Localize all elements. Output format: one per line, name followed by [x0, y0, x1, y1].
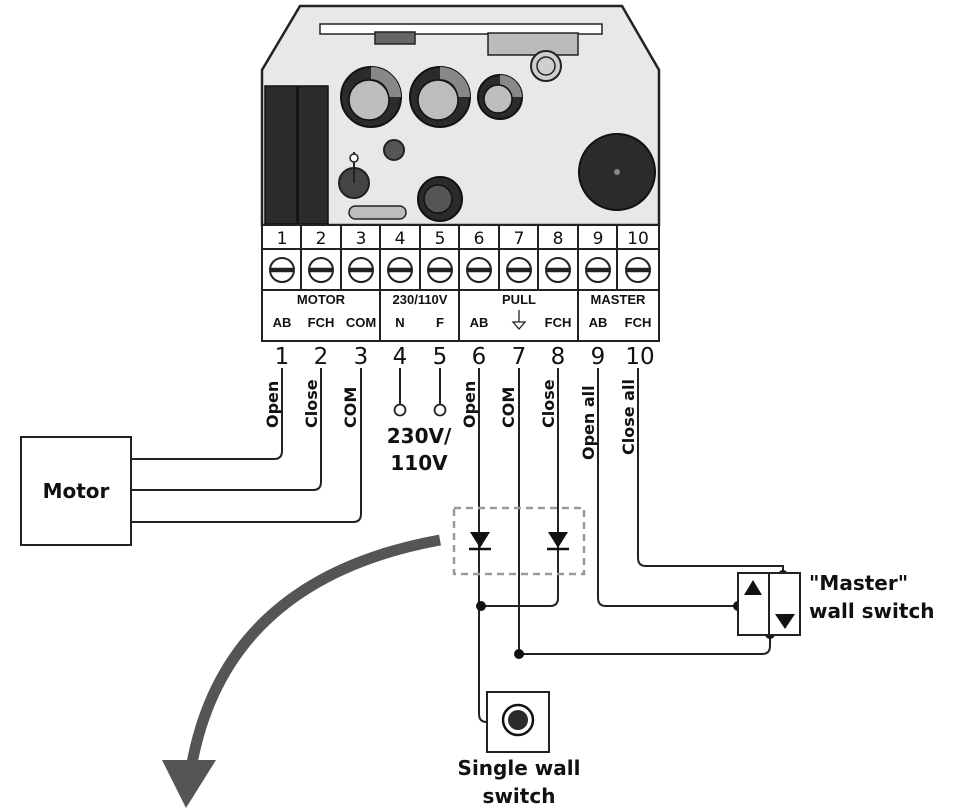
power-label-line1: 230V/ [387, 424, 452, 448]
terminal-screw [308, 257, 334, 283]
diode-icon [547, 532, 569, 551]
group-label-master: MASTER [591, 292, 647, 307]
terminal-block: 1 2 3 4 5 6 7 8 9 10 MOTOR 230/110V PULL… [261, 224, 660, 342]
master-wall-switch: "Master" wall switch [737, 571, 935, 636]
push-button-icon [501, 703, 535, 737]
terminal-9-number: 9 [593, 229, 604, 249]
diode-icon [469, 532, 491, 551]
sub-label-t8: FCH [545, 315, 572, 330]
board-strip [319, 23, 603, 35]
capacitor-2 [409, 66, 471, 128]
capacitor-1 [340, 66, 402, 128]
master-switch-label-line2: wall switch [809, 599, 935, 623]
wire-master-com [519, 634, 771, 655]
terminal-screw [466, 257, 492, 283]
potentiometer [338, 152, 370, 199]
terminal-screw [585, 257, 611, 283]
terminal-3-number: 3 [356, 229, 367, 249]
board-block [487, 32, 579, 56]
big-number-1: 1 [275, 344, 290, 370]
terminal-screw [427, 257, 453, 283]
junction-dot [514, 649, 524, 659]
wire-label-close-all: Close all [619, 379, 638, 455]
terminal-4-number: 4 [395, 229, 406, 249]
big-number-8: 8 [551, 344, 566, 370]
wire-com-motor [131, 368, 362, 523]
group-label-pull: PULL [502, 292, 536, 307]
terminal-8-number: 8 [553, 229, 564, 249]
capacitor-3 [477, 74, 523, 120]
big-number-10: 10 [625, 344, 654, 370]
master-switch-label-line1: "Master" [809, 571, 908, 595]
group-label-power: 230/110V [393, 292, 448, 307]
wire-open-all [597, 368, 738, 607]
group-label-motor: MOTOR [297, 292, 346, 307]
power-label-line2: 110V [390, 451, 448, 475]
big-number-4: 4 [393, 344, 408, 370]
big-number-7: 7 [512, 344, 527, 370]
board-fuse [348, 205, 407, 220]
curved-arrow-icon [162, 534, 441, 808]
power-terminal-n [393, 403, 407, 417]
terminal-10-number: 10 [627, 229, 649, 249]
up-arrow-icon [744, 580, 762, 595]
terminal-screw [269, 257, 295, 283]
sub-label-t6: AB [470, 315, 489, 330]
wire-pull-open [478, 368, 488, 723]
ground-icon [511, 310, 527, 330]
sub-label-t1: AB [273, 315, 292, 330]
sub-label-t9: AB [589, 315, 608, 330]
big-number-6: 6 [472, 344, 487, 370]
board-chip [374, 31, 416, 45]
wire-pull-close [481, 368, 559, 607]
sub-label-t4: N [395, 315, 404, 330]
terminal-5-number: 5 [435, 229, 446, 249]
big-number-5: 5 [433, 344, 448, 370]
wire-label-open: Open [263, 381, 282, 428]
terminal-screw [387, 257, 413, 283]
terminal-screw [506, 257, 532, 283]
motor-label: Motor [43, 479, 110, 503]
wire-close-all [637, 368, 784, 573]
sub-label-t10: FCH [625, 315, 652, 330]
terminal-screw [348, 257, 374, 283]
big-number-9: 9 [591, 344, 606, 370]
wire-open-motor [131, 368, 283, 460]
sub-label-t3: COM [346, 315, 376, 330]
terminal-screw [545, 257, 571, 283]
wire-label-pull-com: COM [499, 387, 518, 428]
single-wall-switch: Single wall switch [458, 691, 581, 808]
diode-box [452, 506, 586, 576]
big-number-2: 2 [314, 344, 329, 370]
sub-label-t2: FCH [308, 315, 335, 330]
control-module [260, 4, 661, 227]
terminal-screws [269, 257, 651, 283]
wire-label-pull-open: Open [460, 381, 479, 428]
terminal-numbers-large: 1 2 3 4 5 6 7 8 9 10 [275, 344, 655, 370]
wire-label-close: Close [302, 379, 321, 428]
terminal-6-number: 6 [474, 229, 485, 249]
power-terminal-f [433, 403, 447, 417]
big-number-3: 3 [354, 344, 369, 370]
wire-label-open-all: Open all [579, 385, 598, 460]
junction-dot [476, 601, 486, 611]
board-small-cap [383, 139, 405, 161]
relay-2 [297, 85, 329, 225]
single-switch-label-line1: Single wall [458, 756, 581, 780]
motor-box: Motor [20, 436, 132, 546]
wire-close-motor [131, 368, 322, 491]
relay-1 [264, 85, 298, 225]
wiring [131, 368, 784, 723]
down-arrow-icon [775, 614, 795, 629]
wire-label-pull-close: Close [539, 379, 558, 428]
terminal-screw [625, 257, 651, 283]
sub-label-t5: F [436, 315, 444, 330]
single-switch-label-line2: switch [483, 784, 556, 808]
terminal-2-number: 2 [316, 229, 327, 249]
terminal-1-number: 1 [277, 229, 288, 249]
wire-label-com: COM [341, 387, 360, 428]
terminal-7-number: 7 [514, 229, 525, 249]
